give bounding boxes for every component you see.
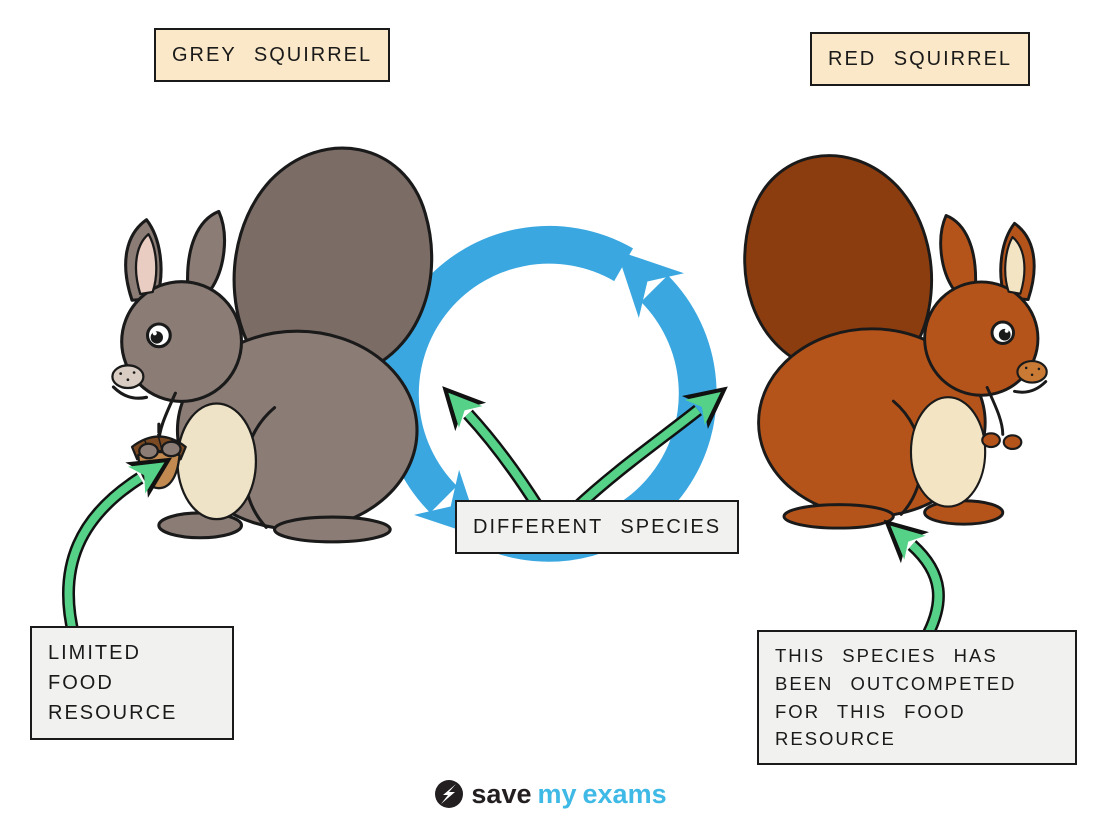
- squirrel-paw: [160, 440, 182, 458]
- squirrel-belly: [176, 402, 258, 521]
- squirrel-rear-foot: [782, 503, 895, 530]
- outcompeted-label: THIS SPECIES HAS BEEN OUTCOMPETED FOR TH…: [757, 630, 1077, 765]
- logo-text-my: my: [537, 778, 577, 809]
- savemyexams-logo: save my exams: [0, 778, 1100, 810]
- squirrel-muzzle: [1016, 359, 1048, 384]
- squirrel-inner-ear: [134, 233, 158, 296]
- squirrel-paw: [981, 432, 1001, 449]
- limited-food-label: LIMITED FOOD RESOURCE: [30, 626, 234, 740]
- squirrel-mouth: [1013, 380, 1048, 394]
- squirrel-belly: [909, 396, 987, 508]
- squirrel-paw: [138, 442, 159, 460]
- squirrel-mouth: [111, 385, 149, 400]
- squirrel-head: [120, 280, 244, 403]
- different-species-label: DIFFERENT SPECIES: [455, 500, 740, 554]
- squirrel-muzzle: [111, 364, 145, 390]
- squirrel-ear: [186, 209, 227, 292]
- savemyexams-logo-icon: [435, 780, 464, 808]
- squirrel-head: [923, 280, 1040, 397]
- squirrel-inner-ear: [1004, 235, 1026, 295]
- red-squirrel-illustration: [733, 112, 1085, 532]
- squirrel-pupil: [998, 328, 1011, 341]
- grey-squirrel-label: GREY SQUIRREL: [154, 28, 391, 82]
- logo-text-exams: exams: [582, 778, 667, 809]
- logo-text-save: save: [471, 778, 532, 809]
- squirrel-eye-glint: [1004, 328, 1009, 333]
- squirrel-eye-glint: [152, 331, 157, 336]
- squirrel-rear-foot: [272, 515, 392, 544]
- red-squirrel-label: RED SQUIRREL: [810, 32, 1031, 86]
- grey-squirrel-illustration: [72, 102, 444, 546]
- squirrel-paw: [1002, 434, 1023, 451]
- squirrel-ear: [939, 214, 978, 292]
- squirrel-arm: [985, 385, 1005, 436]
- squirrel-pupil: [150, 331, 164, 344]
